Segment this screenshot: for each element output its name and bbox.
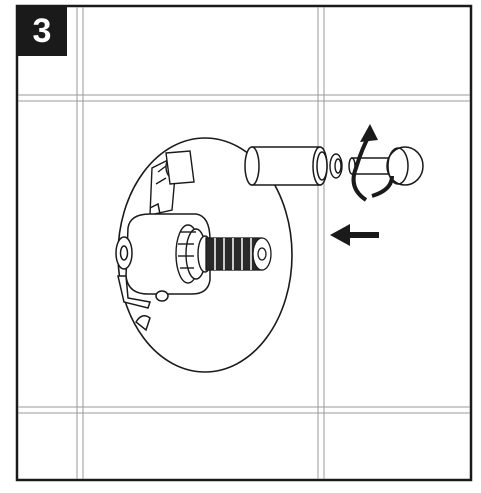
- tile-grid: [18, 7, 470, 479]
- handle-knob: [348, 146, 424, 186]
- handle-sleeve: [244, 146, 328, 186]
- retaining-ring: [329, 153, 343, 179]
- frame-border: [15, 4, 473, 482]
- valve-stem: [205, 237, 272, 271]
- left-arrow-icon: [330, 224, 379, 246]
- top-inlet-fitting: [149, 150, 195, 216]
- step-number-badge: 3: [17, 6, 67, 56]
- threaded-collar: [175, 224, 213, 284]
- curved-rotate-arrow-icon: [351, 124, 394, 202]
